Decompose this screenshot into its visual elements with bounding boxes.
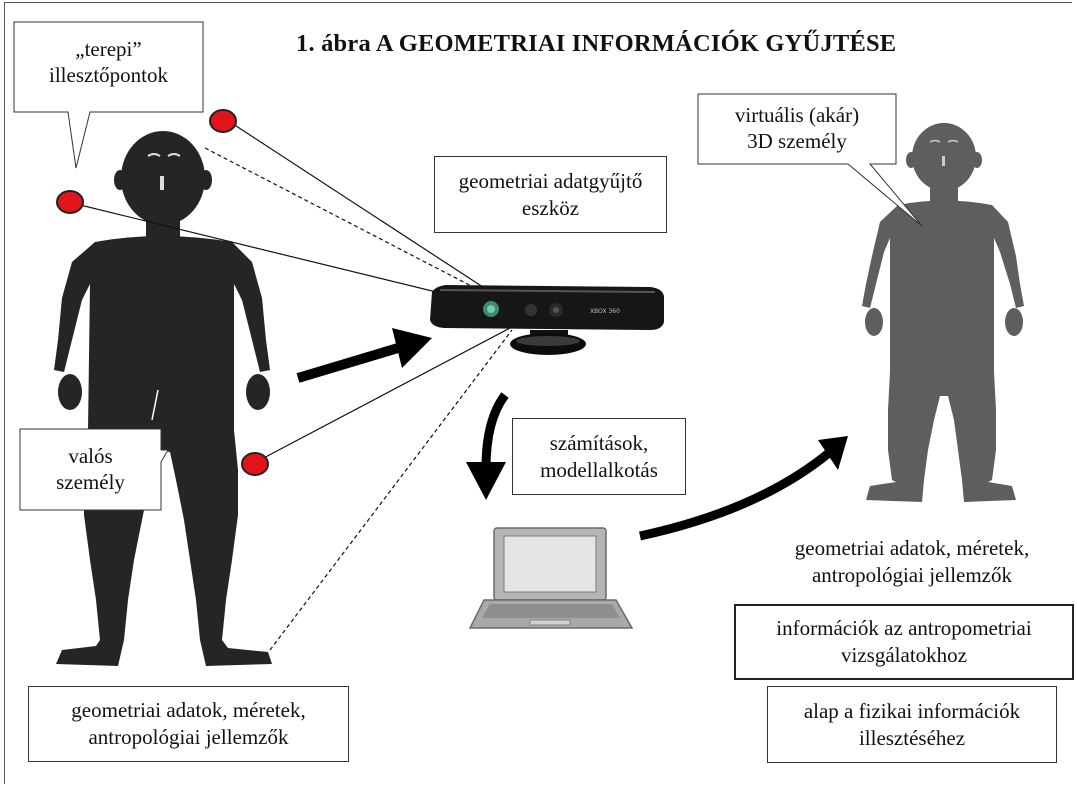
calculations-line-1: számítások,: [550, 430, 649, 457]
device-label-box: geometriai adatgyűjtő eszköz: [434, 156, 667, 233]
physical-basis-line-1: alap a fizikai információk: [804, 698, 1020, 725]
laptop: [470, 528, 632, 628]
right-data-line-2: antropológiai jellemzők: [812, 562, 1012, 589]
virtual-person-line-1: virtuális (akár): [735, 103, 859, 127]
device-line-2: eszköz: [522, 195, 579, 222]
virtual-person-line-2: 3D személy: [747, 129, 847, 153]
figure-title: 1. ábra A GEOMETRIAI INFORMÁCIÓK GYŰJTÉS…: [296, 30, 896, 58]
marker-top: [210, 110, 236, 132]
left-data-box: geometriai adatok, méretek, antropológia…: [28, 686, 349, 762]
field-points-line-1: „terepi”: [75, 37, 141, 61]
physical-basis-box: alap a fizikai információk illesztéséhez: [767, 686, 1057, 763]
marker-left: [57, 191, 83, 213]
left-data-line-1: geometriai adatok, méretek,: [71, 697, 305, 724]
anthropometric-line-2: vizsgálatokhoz: [841, 642, 967, 669]
left-data-line-2: antropológiai jellemzők: [88, 724, 288, 751]
arrow-to-device: [298, 348, 398, 378]
field-points-label: „terepi” illesztőpontok: [14, 36, 203, 88]
arrow-to-laptop: [486, 395, 505, 468]
device-line-1: geometriai adatgyűjtő: [459, 168, 643, 195]
anthropometric-box: információk az antropometriai vizsgálato…: [734, 604, 1074, 680]
real-person-line-1: valós: [68, 444, 112, 468]
field-points-line-2: illesztőpontok: [49, 63, 168, 87]
kinect-device: XBOX 360: [430, 285, 664, 355]
physical-basis-line-2: illesztéséhez: [859, 725, 965, 752]
right-data-line-1: geometriai adatok, méretek,: [795, 535, 1029, 562]
real-person-label: valós személy: [20, 443, 161, 495]
right-data-box: geometriai adatok, méretek, antropológia…: [752, 524, 1072, 600]
virtual-person-figure: [862, 123, 1024, 502]
calculations-box: számítások, modellalkotás: [512, 418, 686, 495]
real-person-figure: [54, 131, 272, 666]
device-logo: XBOX 360: [590, 308, 620, 315]
marker-bottom: [242, 453, 268, 475]
real-person-line-2: személy: [56, 470, 125, 494]
virtual-person-label: virtuális (akár) 3D személy: [698, 102, 896, 154]
anthropometric-line-1: információk az antropometriai: [776, 615, 1031, 642]
calculations-line-2: modellalkotás: [540, 457, 658, 484]
